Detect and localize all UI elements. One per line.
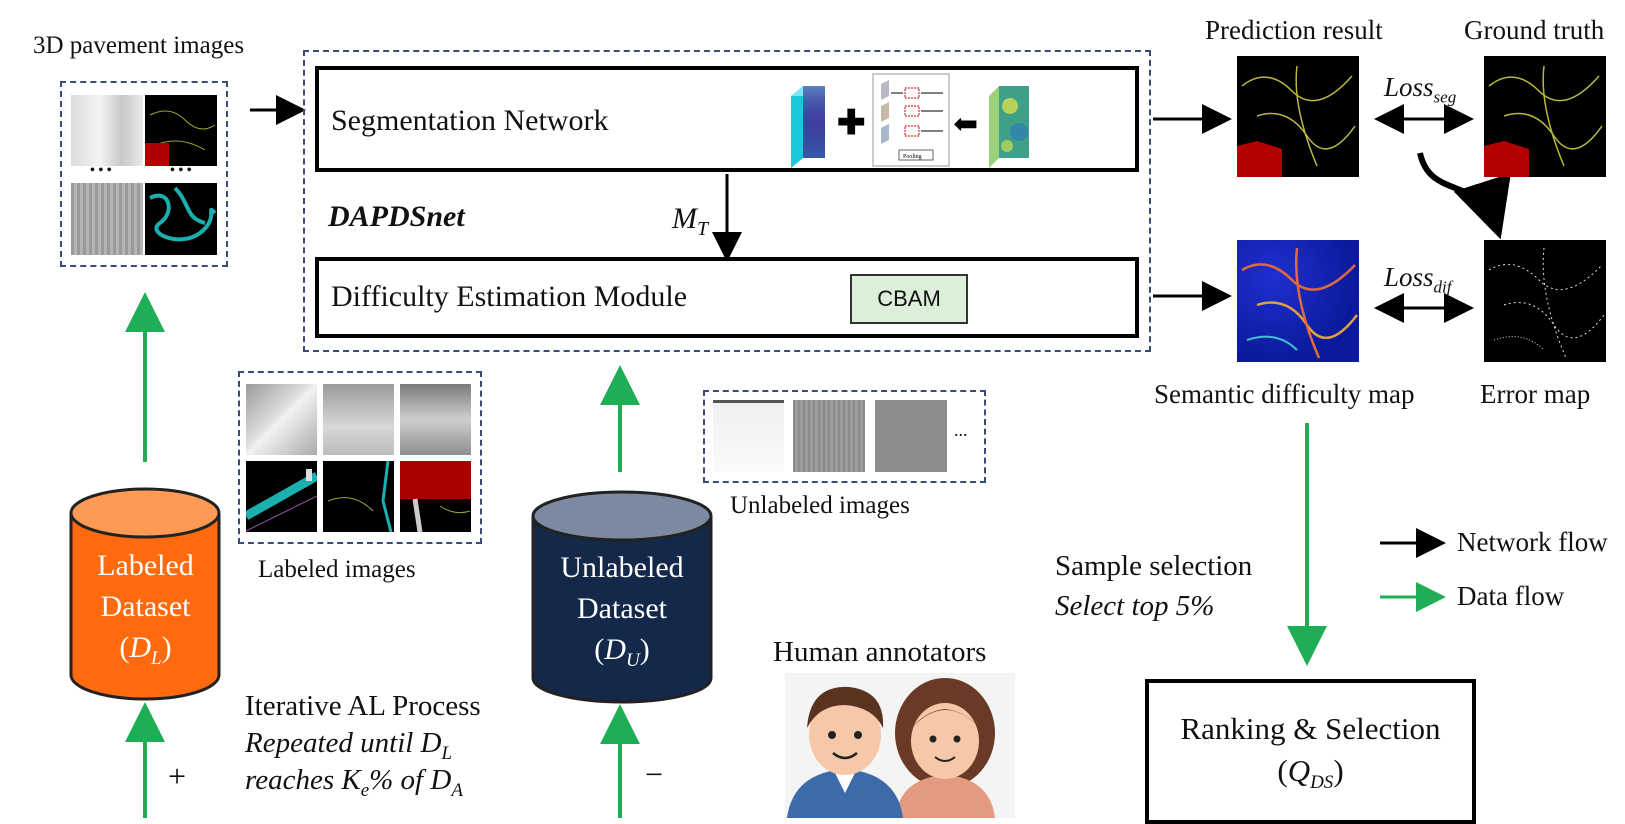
error-map-image — [1484, 240, 1606, 362]
input-image-road-1 — [71, 95, 143, 166]
difficulty-estimation-label: Difficulty Estimation Module — [331, 280, 688, 313]
arrow-left-icon: ⬅ — [953, 108, 978, 141]
prediction-title: Prediction result — [1205, 15, 1383, 45]
process-title: Iterative AL Process — [245, 690, 481, 722]
loss-seg-text: Loss — [1384, 72, 1434, 102]
unlabeled-images-panel — [703, 390, 986, 483]
unlabeled-dataset-line1: Unlabeled — [560, 551, 684, 584]
feature-map-left — [791, 86, 825, 168]
process-line3: reaches Ke% of DA — [245, 764, 463, 802]
human-annotators-illustration — [785, 673, 1015, 818]
feature-map-right — [989, 86, 1029, 168]
du-subscript: U — [625, 650, 640, 671]
labeled-mask-2 — [323, 460, 394, 533]
loss-dif-text: Loss — [1384, 262, 1434, 292]
inputs-panel — [60, 81, 228, 267]
mt-subscript: T — [697, 218, 709, 240]
annotators-title: Human annotators — [773, 636, 987, 668]
ground-truth-image — [1484, 56, 1606, 177]
labeled-dataset-line1: Labeled — [97, 549, 194, 582]
du-symbol: D — [604, 633, 626, 666]
labeled-images-title: Labeled images — [258, 556, 416, 583]
dapdsnet-title: DAPDSnet — [328, 200, 465, 233]
unlabeled-image-2 — [793, 400, 865, 472]
labeled-dataset-text: Labeled Dataset (DL) — [68, 545, 223, 679]
man-figure — [787, 686, 903, 818]
qds-symbol: Q — [1287, 753, 1311, 788]
dl-symbol: D — [129, 631, 152, 664]
ranking-title: Ranking & Selection — [1180, 711, 1441, 746]
input-image-mask-1 — [145, 95, 217, 166]
loss-dif-sub: dif — [1433, 277, 1452, 297]
difficulty-map-image — [1237, 240, 1359, 362]
attention-block: Pooling — [872, 73, 950, 167]
sample-selection-title: Sample selection — [1055, 550, 1253, 582]
cbam-box: CBAM — [850, 274, 968, 324]
labeled-mask-1 — [243, 461, 320, 532]
woman-figure — [895, 678, 995, 818]
ranking-selection-text: Ranking & Selection (QDS) — [1145, 708, 1476, 804]
legend-data-flow: Data flow — [1457, 581, 1565, 611]
minus-sign: − — [645, 756, 664, 792]
input-image-road-2 — [71, 183, 143, 255]
labeled-mask-3 — [400, 461, 471, 533]
qds-subscript: DS — [1310, 772, 1334, 794]
loss-seg-label: Lossseg — [1384, 72, 1456, 107]
labeled-image-1 — [246, 384, 317, 455]
labeled-image-3 — [400, 384, 471, 455]
input-image-mask-2 — [145, 183, 217, 255]
inputs-title: 3D pavement images — [33, 32, 245, 59]
ranking-symbol: (QDS) — [1277, 753, 1344, 794]
process-line3-sub1: e — [360, 779, 370, 801]
dapdsnet-panel — [303, 50, 1151, 352]
arrow-gt-to-error — [1417, 152, 1511, 240]
cbam-label: CBAM — [877, 286, 941, 311]
legend-network-flow: Network flow — [1457, 527, 1608, 557]
loss-dif-label: Lossdif — [1384, 262, 1451, 297]
unlabeled-dataset-text: Unlabeled Dataset (DU) — [530, 547, 714, 681]
labeled-dataset-line2: Dataset — [100, 590, 191, 623]
unlabeled-image-3 — [875, 400, 947, 472]
dl-subscript: L — [151, 648, 162, 669]
unlabeled-images-title: Unlabeled images — [730, 492, 910, 519]
prediction-image — [1237, 56, 1359, 177]
process-line2-text: Repeated until D — [245, 727, 442, 759]
unlabeled-dataset-line2: Dataset — [577, 592, 667, 625]
plus-icon: ✚ — [837, 105, 866, 142]
loss-seg-sub: seg — [1433, 87, 1457, 107]
process-line2: Repeated until DL — [245, 727, 452, 765]
process-line3-text-a: reaches K — [245, 764, 361, 796]
plus-sign: + — [168, 758, 187, 794]
unlabeled-ellipsis: ... — [954, 420, 968, 440]
process-line3-sub2: A — [451, 779, 463, 801]
labeled-dataset-symbol: (DL) — [119, 631, 172, 669]
sample-selection-rule: Select top 5% — [1055, 590, 1215, 622]
process-line2-sub: L — [441, 742, 453, 764]
pooling-label: Pooling — [903, 154, 922, 160]
mt-label: MT — [672, 202, 708, 241]
unlabeled-dataset-symbol: (DU) — [594, 633, 650, 671]
segmentation-network-label: Segmentation Network — [331, 104, 609, 137]
unlabeled-dataset-cylinder — [531, 490, 713, 704]
labeled-image-2 — [323, 384, 394, 455]
labeled-dataset-cylinder — [69, 487, 221, 701]
labeled-images-panel — [238, 371, 482, 544]
error-map-title: Error map — [1480, 379, 1591, 409]
inputs-dots-right: • • • — [170, 163, 192, 178]
unlabeled-image-1 — [713, 400, 784, 472]
ground-truth-title: Ground truth — [1464, 15, 1605, 45]
difficulty-map-title: Semantic difficulty map — [1154, 379, 1415, 409]
difficulty-estimation-box — [315, 257, 1139, 338]
mt-symbol: M — [672, 202, 697, 235]
inputs-dots-left: • • • — [90, 163, 112, 178]
process-line3-text-b: % of D — [369, 764, 452, 796]
network-illustration: ✚ Pooling ⬅ — [791, 73, 1029, 168]
